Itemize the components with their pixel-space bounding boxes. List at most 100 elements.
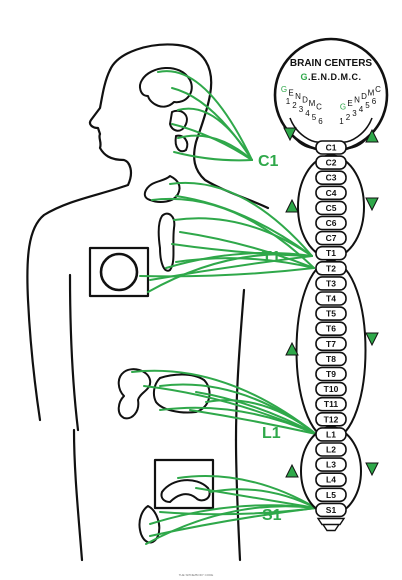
nerve-path [139,267,315,278]
thyroid-organ [143,175,181,203]
flow-arrow [285,198,299,213]
vertebra-t10: T10 [315,381,347,397]
brain-center-letter: C [375,85,381,94]
brain-center-number: 5 [312,113,317,122]
vertebra-label: T1 [326,248,336,258]
vertebra-t12: T12 [315,411,347,427]
brain-center-letter: N [295,92,301,101]
nerve-path [145,505,317,545]
brain-center-number: 4 [305,109,310,118]
nerve-path [175,257,315,269]
vertebra-t9: T9 [315,366,347,382]
kidney-organ [117,368,152,420]
brain-center-letter: D [361,92,367,101]
vertebra-t8: T8 [315,351,347,367]
brain-centers-title: BRAIN CENTERS [290,58,373,69]
vertebra-s1: S1 [315,502,347,518]
brain-center-number: 1 [286,97,291,106]
region-label-s1: S1 [262,507,282,524]
vertebra-t11: T11 [315,396,347,412]
flow-arrow [285,463,299,478]
vertebra-label: T2 [326,263,336,273]
nerve-path [177,134,253,161]
brain-center-number: 6 [372,97,377,106]
vertebra-l2: L2 [315,442,347,457]
brain-center-number: 1 [339,117,344,126]
vertebra-label: T3 [326,278,336,288]
coccyx [316,517,346,532]
flow-arrows [283,127,379,478]
brain-center-letter: N [354,96,360,105]
vertebra-c3: C3 [315,170,347,185]
vertebra-c4: C4 [315,185,347,201]
lung-organ [157,212,176,272]
vertebra-label: C2 [326,158,337,168]
vertebra-label: S1 [326,505,337,515]
pelvis-frame [153,458,215,510]
vertebra-label: T7 [326,339,336,349]
body-silhouette [26,43,270,562]
vertebra-t2: T2 [315,260,347,276]
brain-center-letter: E [288,89,293,98]
brain-center-number: 3 [299,105,304,114]
stomach-organ [152,373,211,414]
vertebra-label: L2 [326,445,336,455]
nerve-path [209,488,317,509]
nerve-path [189,409,317,435]
brain-center-letter: M [309,99,316,108]
vertebra-label: C6 [326,218,337,228]
vertebra-label: C4 [326,188,337,198]
heart-frame [88,246,150,298]
vertebra-label: L4 [326,475,336,485]
region-label-c1: C1 [258,153,279,170]
flow-arrow [365,332,379,347]
vertebra-label: C7 [326,233,337,243]
vertebra-t6: T6 [315,321,347,337]
vertebra-l1: L1 [315,427,347,442]
nerve-path [173,217,313,257]
vertebra-label: C5 [326,203,337,213]
vertebral-column: C1C2C3C4C5C6C7T1T2T3T4T5T6T7T8T9T10T11T1… [315,140,347,532]
nerve-path [205,399,317,435]
brain-center-letter: C [316,103,322,112]
nerve-path [147,253,313,293]
vertebra-c7: C7 [315,230,347,246]
nerve-path [177,107,253,161]
nerve-path [157,70,253,161]
brain-center-number: 2 [346,113,351,122]
vertebra-label: T8 [326,354,336,364]
vertebra-label: L5 [326,490,336,500]
nerve-path [171,87,253,161]
nerve-path [173,151,253,162]
vertebra-label: T12 [324,414,339,424]
vertebra-label: T11 [324,399,338,409]
brain-center-number: 4 [359,105,364,114]
vertebra-label: T10 [324,384,339,394]
brain-center-number: 2 [292,101,297,110]
brain-center-letter: G [281,85,287,94]
vertebra-c5: C5 [315,200,347,216]
vertebra-t4: T4 [315,291,347,306]
nerve-path [169,182,313,257]
nerve-path [177,475,317,509]
vertebra-l4: L4 [315,472,347,488]
brain-center-letter: G [340,103,346,112]
vertebra-label: T4 [326,294,336,304]
vertebra-label: L3 [326,460,336,470]
flow-arrow [365,128,379,143]
vertebra-label: C1 [326,143,337,153]
brain-centers-letters: G.E.N.D.M.C. [300,72,361,82]
vertebra-t7: T7 [315,336,347,352]
vertebra-t5: T5 [315,306,347,321]
brain-center-number: 5 [365,101,370,110]
nerve-path [179,231,315,269]
nerve-path [159,406,317,435]
vertebra-c2: C2 [315,155,347,170]
leg-organ [138,505,161,544]
vertebra-c6: C6 [315,215,347,231]
vertebra-label: T5 [326,309,336,319]
vertebra-l5: L5 [315,487,347,503]
vertebra-label: L1 [326,429,336,439]
